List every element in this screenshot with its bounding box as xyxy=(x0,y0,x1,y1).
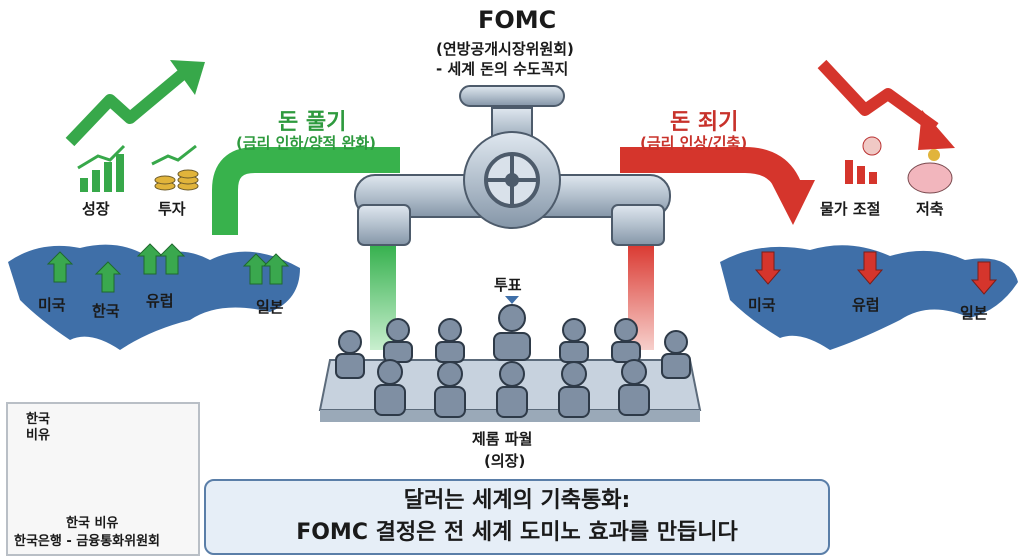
vote-label: 투표 xyxy=(494,276,522,294)
korea-analogy-inset xyxy=(6,402,200,556)
region-label-europe-left: 유럽 xyxy=(146,292,174,310)
chair-name: 제롬 파월 xyxy=(472,430,533,448)
region-label-korea: 한국 xyxy=(92,302,120,320)
vote-pointer-icon xyxy=(505,296,519,304)
red-flow-arrow xyxy=(620,147,815,350)
easing-title: 돈 풀기 xyxy=(278,110,347,135)
price-control-label: 물가 조절 xyxy=(820,200,881,218)
investment-label: 투자 xyxy=(158,200,186,218)
saving-label: 저축 xyxy=(916,200,944,218)
growth-label: 성장 xyxy=(82,200,110,218)
up-arrow-icon xyxy=(158,243,186,275)
down-arrow-icon xyxy=(856,251,884,285)
board-members xyxy=(335,304,691,418)
world-map-left xyxy=(8,244,300,350)
inset-label-korea: 한국 xyxy=(26,412,50,427)
inset-caption-line1: 한국 비유 xyxy=(66,516,119,531)
up-arrow-icon xyxy=(262,253,290,285)
growth-trend-arrow-icon xyxy=(65,60,205,147)
bar-chart-up-icon xyxy=(77,144,126,192)
piggy-bank-icon xyxy=(907,149,953,194)
summary-banner: 달러는 세계의 기축통화: FOMC 결정은 전 세계 도미노 효과를 만듭니다 xyxy=(204,479,830,555)
coins-growth-icon xyxy=(151,144,199,191)
region-label-us-right: 미국 xyxy=(748,296,776,314)
up-arrow-icon xyxy=(94,261,122,293)
tightening-title: 돈 죄기 xyxy=(670,110,739,135)
page-title: FOMC xyxy=(478,6,557,34)
up-arrow-icon xyxy=(46,251,74,283)
page-subtitle-line2: - 세계 돈의 수도꼭지 xyxy=(436,60,569,78)
world-map-right xyxy=(720,245,1018,350)
down-arrow-icon xyxy=(754,251,782,285)
region-label-japan-left: 일본 xyxy=(256,298,284,316)
inset-caption-line2: 한국은행 - 금융통화위원회 xyxy=(14,534,161,549)
banner-line1: 달러는 세계의 기축통화: xyxy=(403,488,631,513)
region-label-japan-right: 일본 xyxy=(960,304,988,322)
tightening-subtitle: (금리 인상/긴축) xyxy=(640,134,748,152)
faucet-icon xyxy=(354,85,671,246)
chair-role: (의장) xyxy=(484,452,526,470)
down-arrow-icon xyxy=(970,261,998,295)
region-label-us-left: 미국 xyxy=(38,296,66,314)
region-label-europe-right: 유럽 xyxy=(852,296,880,314)
easing-subtitle: (금리 인하/양적 완화) xyxy=(236,134,377,152)
page-subtitle-line1: (연방공개시장위원회) xyxy=(436,40,574,58)
banner-line2: FOMC 결정은 전 세계 도미노 효과를 만듭니다 xyxy=(296,520,738,545)
bar-chart-down-icon xyxy=(845,136,882,184)
inset-label-analogy: 비유 xyxy=(26,428,50,443)
decline-trend-arrow-icon xyxy=(817,59,955,150)
